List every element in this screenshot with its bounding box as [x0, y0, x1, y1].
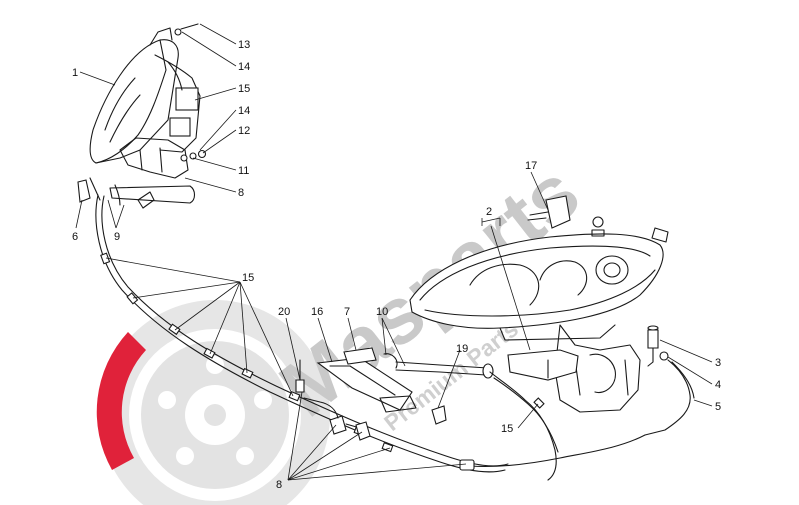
callout-2: 2 [486, 206, 492, 218]
callout-14: 14 [238, 105, 250, 117]
callout-13: 13 [238, 39, 250, 51]
callout-8: 8 [276, 479, 282, 491]
callout-11: 11 [238, 165, 249, 177]
callout-15: 15 [238, 83, 250, 95]
callout-15: 15 [242, 272, 254, 284]
callout-20: 20 [278, 306, 290, 318]
callout-6: 6 [72, 231, 78, 243]
callout-16: 16 [311, 306, 323, 318]
left-headlamp-assembly [77, 23, 207, 209]
right-headlamp-assembly [409, 195, 669, 413]
callout-labels: 13 14 1 15 14 12 11 8 6 9 17 2 15 20 16 … [72, 39, 721, 491]
callout-8: 8 [238, 187, 244, 199]
callout-19: 19 [456, 343, 468, 355]
callout-5: 5 [715, 401, 721, 413]
callout-15: 15 [501, 423, 513, 435]
brand-red-arc [96, 332, 146, 470]
callout-7: 7 [344, 306, 350, 318]
leader-lines [75, 23, 713, 481]
callout-12: 12 [238, 125, 250, 137]
callout-4: 4 [715, 379, 721, 391]
callout-1: 1 [72, 67, 78, 79]
callout-17: 17 [525, 160, 537, 172]
washer-hose-right [459, 325, 695, 471]
callout-9: 9 [114, 231, 120, 243]
callout-10: 10 [376, 306, 388, 318]
callout-14: 14 [238, 61, 250, 73]
washer-nozzle-assembly [295, 347, 559, 481]
callout-3: 3 [715, 357, 721, 369]
